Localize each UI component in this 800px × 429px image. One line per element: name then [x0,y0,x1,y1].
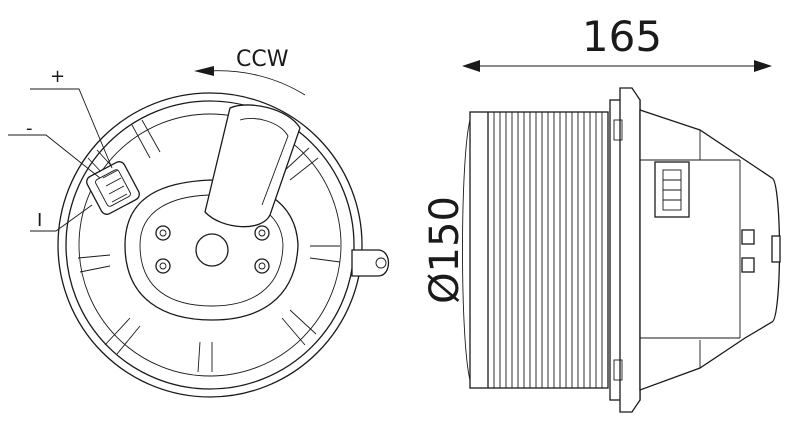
hub-centre [195,233,229,267]
i-label: I [37,210,42,231]
plus-label: + [50,66,65,87]
length-dimension: 165 [462,12,772,72]
rotation-arrow [207,70,306,96]
hub-plate-inner [139,194,284,307]
fan-wheel [469,111,609,389]
fan-fins [493,112,603,388]
side-connector [654,161,690,218]
housing-flange [619,87,641,413]
plus-leader [30,88,113,169]
minus-label: - [26,118,33,139]
minus-leader [8,134,101,179]
rotation-arrowhead [194,66,214,76]
i-leader [30,204,93,232]
side-view [462,87,781,413]
length-label: 165 [582,12,662,61]
outer-rim-inner [65,100,355,390]
screws [155,225,270,274]
diameter-label: Ø150 [422,196,468,304]
front-view: CCW + - I [8,47,390,398]
fan-ring [78,113,342,377]
motor-body [639,109,781,391]
rotation-label: CCW [236,47,289,72]
motor-tube [204,104,301,228]
mounting-tab [351,249,390,277]
motor-tube-inner [239,117,289,206]
electrical-connector [86,161,140,215]
diameter-dimension: Ø150 [422,196,468,304]
outer-rim [57,92,363,398]
